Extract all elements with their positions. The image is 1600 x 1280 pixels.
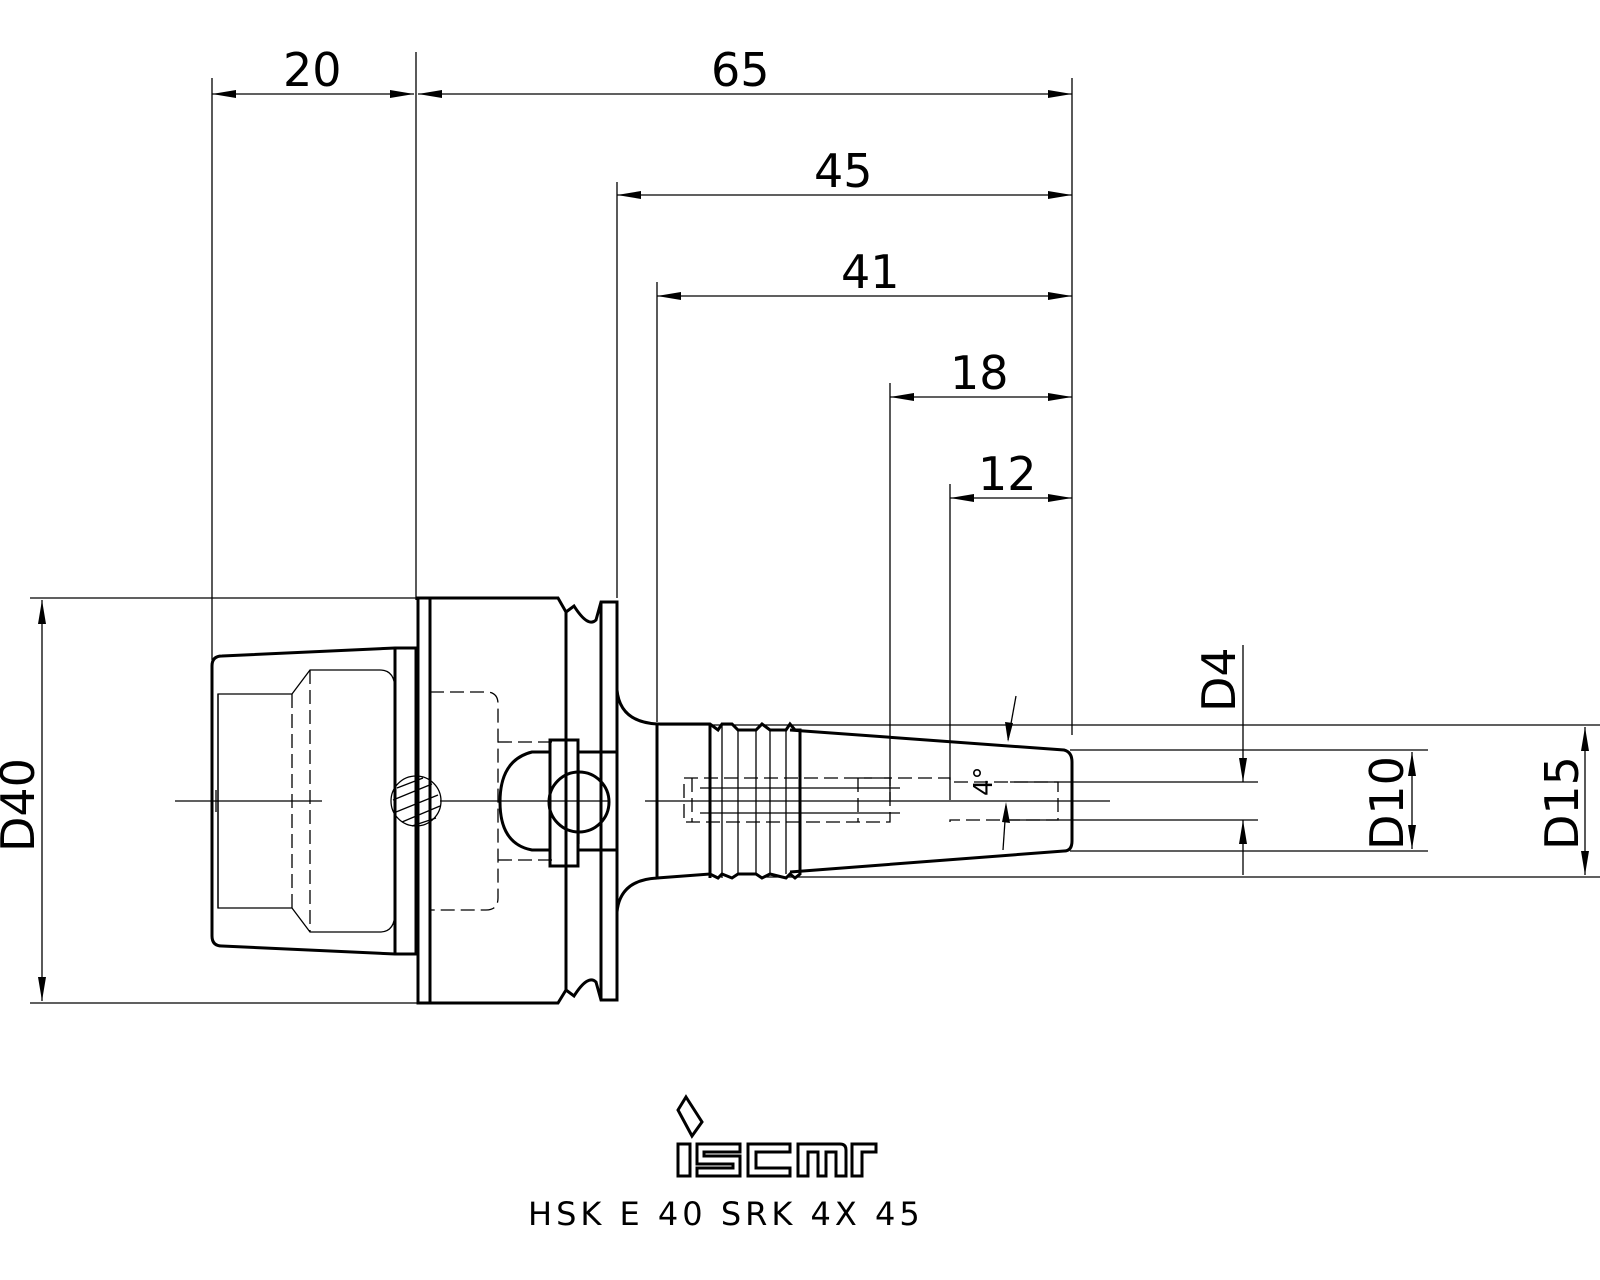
iscar-logo [676, 1094, 878, 1178]
dim-20: 20 [212, 43, 414, 98]
flange-collar [416, 596, 619, 1005]
dim-d10-label: D10 [1360, 756, 1414, 850]
dim-12: 12 [950, 447, 1072, 502]
dim-41: 41 [657, 245, 1072, 300]
dim-18: 18 [890, 346, 1072, 401]
dim-d15-label: D15 [1535, 756, 1589, 850]
hsk-taper-shank [175, 646, 442, 956]
dim-d40-label: D40 [0, 758, 45, 852]
dim-d4: D4 [1192, 645, 1247, 875]
neck-and-shrink-nose [615, 689, 1110, 913]
dim-d15: D15 [1535, 727, 1589, 875]
dim-41-label: 41 [841, 245, 900, 299]
extension-lines [30, 52, 1600, 1004]
dim-d10: D10 [1360, 752, 1416, 850]
dim-65-label: 65 [711, 43, 770, 97]
dim-18-label: 18 [950, 346, 1009, 400]
angle-label: 4° [969, 766, 999, 796]
dim-d40: D40 [0, 600, 46, 1001]
dim-45: 45 [617, 144, 1072, 199]
dim-d4-label: D4 [1192, 647, 1246, 712]
part-number: HSK E 40 SRK 4X 45 [528, 1195, 924, 1233]
angle-4-annotation: 4° [969, 695, 1017, 851]
dim-12-label: 12 [978, 447, 1037, 501]
dim-65: 65 [418, 43, 1072, 98]
dim-20-label: 20 [283, 43, 342, 97]
dim-45-label: 45 [814, 144, 873, 198]
